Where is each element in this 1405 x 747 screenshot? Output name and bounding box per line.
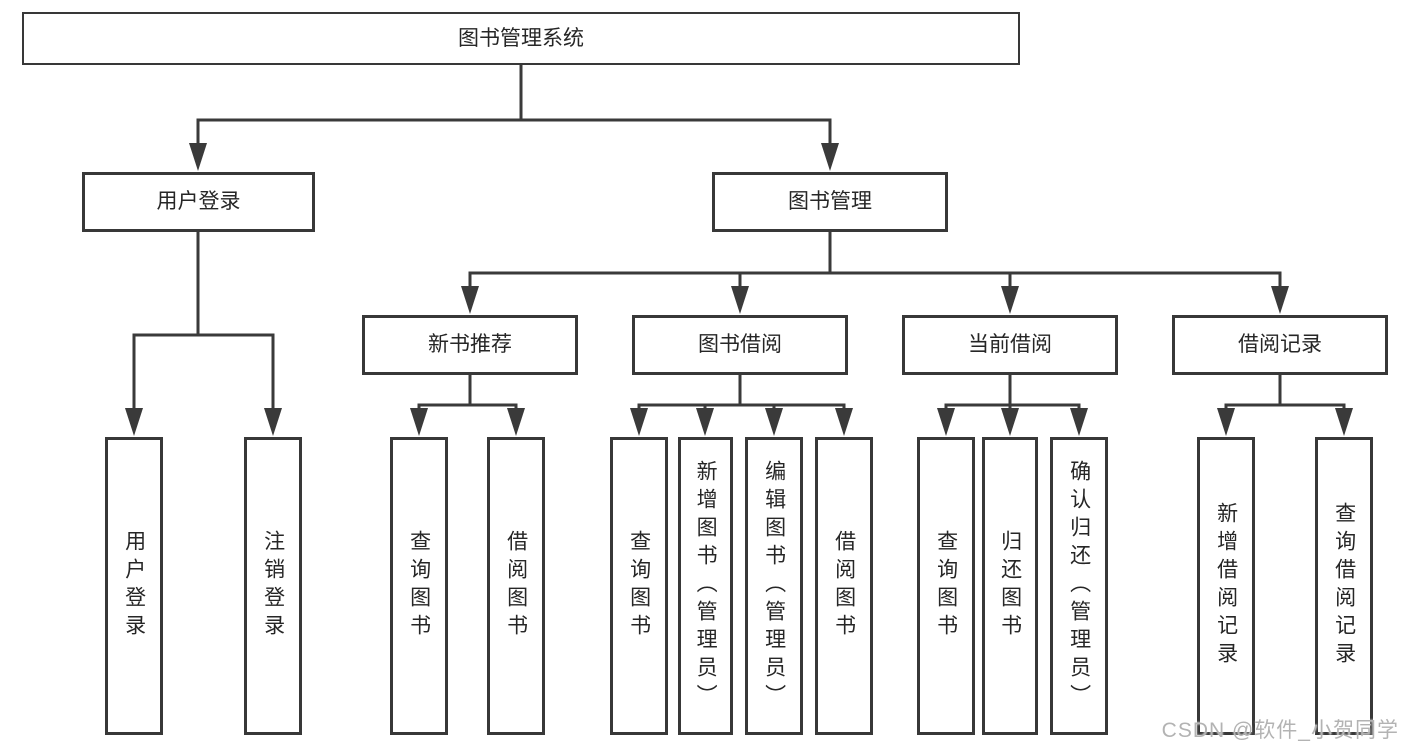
leaf-query-books-borrow: 查询图书: [610, 437, 668, 735]
leaf-add-borrow-record: 新增借阅记录: [1197, 437, 1255, 735]
node-borrow-records: 借阅记录: [1172, 315, 1388, 375]
node-user-login: 用户登录: [82, 172, 315, 232]
leaf-user-login: 用户登录: [105, 437, 163, 735]
leaf-edit-book-admin: 编辑图书（管理员）: [745, 437, 803, 735]
node-current-borrow: 当前借阅: [902, 315, 1118, 375]
leaf-logout: 注销登录: [244, 437, 302, 735]
node-book-borrow: 图书借阅: [632, 315, 848, 375]
leaf-query-books-current: 查询图书: [917, 437, 975, 735]
leaf-confirm-return-admin: 确认归还（管理员）: [1050, 437, 1108, 735]
leaf-add-book-admin: 新增图书（管理员）: [678, 437, 733, 735]
leaf-query-borrow-record: 查询借阅记录: [1315, 437, 1373, 735]
watermark: CSDN @软件_小贺同学: [1161, 719, 1399, 742]
leaf-borrow-books: 借阅图书: [815, 437, 873, 735]
leaf-borrow-books-recommend: 借阅图书: [487, 437, 545, 735]
leaf-return-books: 归还图书: [982, 437, 1038, 735]
node-book-management: 图书管理: [712, 172, 948, 232]
node-new-book-recommend: 新书推荐: [362, 315, 578, 375]
node-library-system: 图书管理系统: [22, 12, 1020, 65]
leaf-query-books-recommend: 查询图书: [390, 437, 448, 735]
